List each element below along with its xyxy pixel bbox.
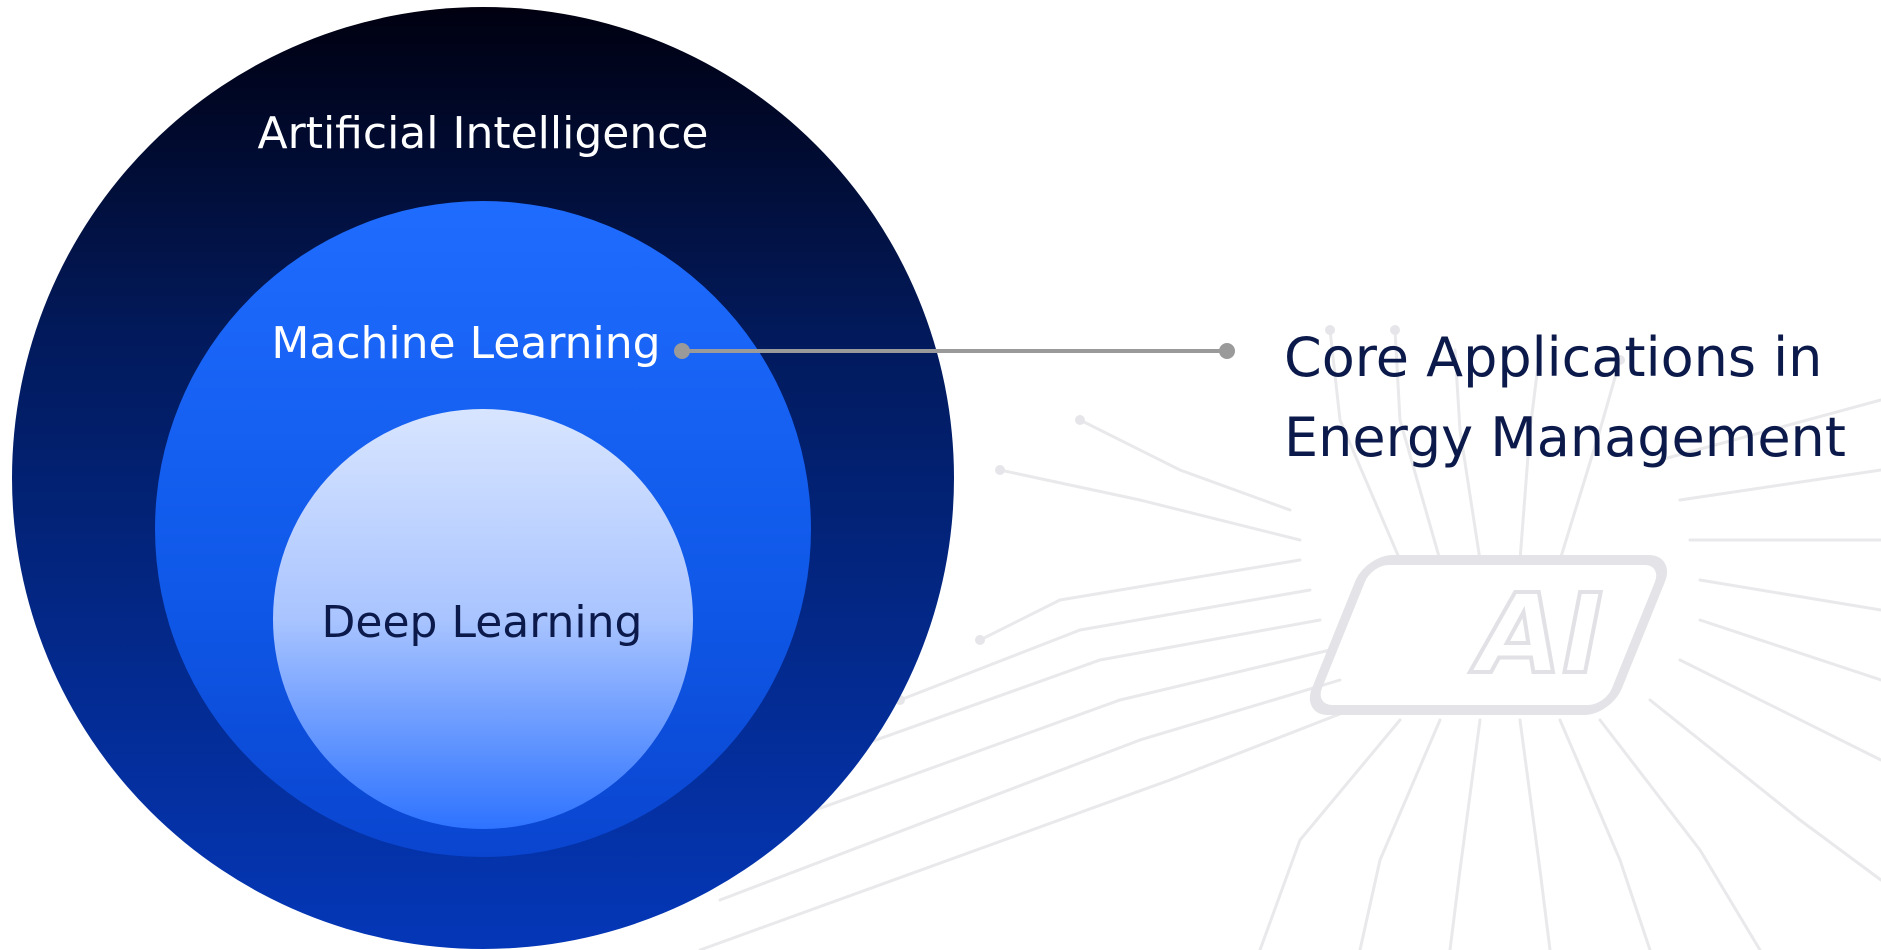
ai-label: Artificial Intelligence (258, 108, 709, 159)
connector-start-dot (674, 343, 690, 359)
ai-chip-icon: AI (1309, 555, 1667, 715)
ml-label: Machine Learning (271, 318, 660, 369)
svg-text:AI: AI (1469, 570, 1603, 698)
connector-end-dot (1219, 343, 1235, 359)
callout-line-2: Energy Management (1284, 406, 1846, 469)
connector-line (674, 343, 1235, 359)
dl-inner-circle (273, 409, 693, 829)
dl-label: Deep Learning (322, 597, 643, 648)
callout-text: Core Applications in Energy Management (1284, 318, 1874, 478)
callout-line-1: Core Applications in (1284, 326, 1823, 389)
